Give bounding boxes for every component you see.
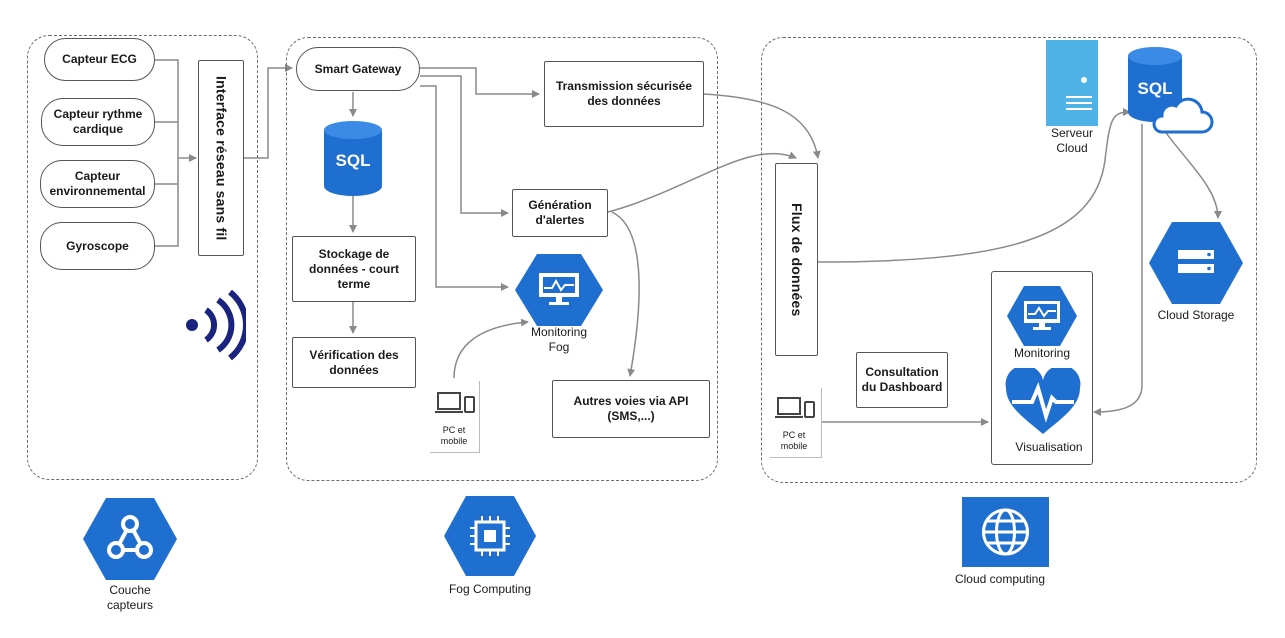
arrow-sql-storage [1163,129,1222,219]
arrow-generation-flux [607,151,797,213]
arrow-transmission-flux [703,93,821,159]
visualisation-label: Visualisation [1015,440,1083,454]
fog-computing-label: Fog Computing [448,582,532,596]
server-icon [1046,40,1098,126]
sql-label: SQL [336,151,371,170]
heart-pulse-icon [1005,368,1081,434]
zone-fog [286,37,718,481]
cloud-storage-icon [1149,222,1243,304]
monitoring-cloud-icon [1007,286,1077,346]
generation-alertes: Génération d'alertes [512,189,608,237]
laptop-phone-icon [775,397,815,418]
chip-icon [444,496,536,576]
monitoring-cloud-label: Monitoring [1013,346,1071,360]
sql-cloud-icon: SQL [1128,47,1214,134]
transmission-securisee: Transmission sécurisée des données [544,61,704,127]
globe-icon [962,497,1049,567]
pc-mobile-cloud-label: PC et mobile [780,430,808,451]
flux-donnees: Flux de données [775,163,818,356]
pc-mobile-fog: PC et mobile [430,381,480,453]
arrow-gateway-transmission [420,67,540,98]
arrow-gateway-monitoring [420,85,509,291]
sensor-gyroscope: Gyroscope [40,222,155,270]
sql-database-icon: SQL [324,121,382,196]
consultation-dashboard: Consultation du Dashboard [856,352,948,408]
arrow-sql-visualisation [1093,124,1143,416]
arrow-gyro-interface [154,158,179,247]
zone-cloud [761,37,1257,483]
laptop-phone-icon [435,392,475,413]
stockage-court-terme: Stockage de données - court terme [292,236,416,302]
monitoring-hexagon-icon [515,254,603,326]
wifi-icon [186,290,246,360]
pc-mobile-cloud: PC et mobile [770,388,822,458]
verification-donnees: Vérification des données [292,337,416,388]
smart-gateway: Smart Gateway [296,47,420,91]
sensor-ecg: Capteur ECG [44,38,155,81]
serveur-cloud-label: Serveur Cloud [1050,126,1094,155]
arrow-flux-sqlcloud [817,108,1131,263]
arrow-pc-monitoring-fog [453,318,529,379]
zone-capteurs [27,35,258,480]
cloud-storage-label: Cloud Storage [1157,308,1235,322]
arrow-gateway-generation [420,75,509,217]
arrow-ecg-interface [154,59,197,162]
cloud-computing-label: Cloud computing [954,572,1046,586]
monitoring-fog-label: Monitoring Fog [530,325,588,354]
sensor-rythme: Capteur rythme cardique [41,98,155,146]
autres-voies-api: Autres voies via API (SMS,...) [552,380,710,438]
sensor-environnemental: Capteur environnemental [40,160,155,208]
arrow-interface-gateway [244,64,293,159]
couche-capteurs-label: Couche capteurs [106,583,154,612]
pc-mobile-fog-label: PC et mobile [440,425,468,446]
arrow-generation-autres [611,211,640,377]
sql-cloud-label: SQL [1138,79,1173,98]
sensor-network-icon [83,498,177,580]
interface-reseau: Interface réseau sans fil [198,60,244,256]
